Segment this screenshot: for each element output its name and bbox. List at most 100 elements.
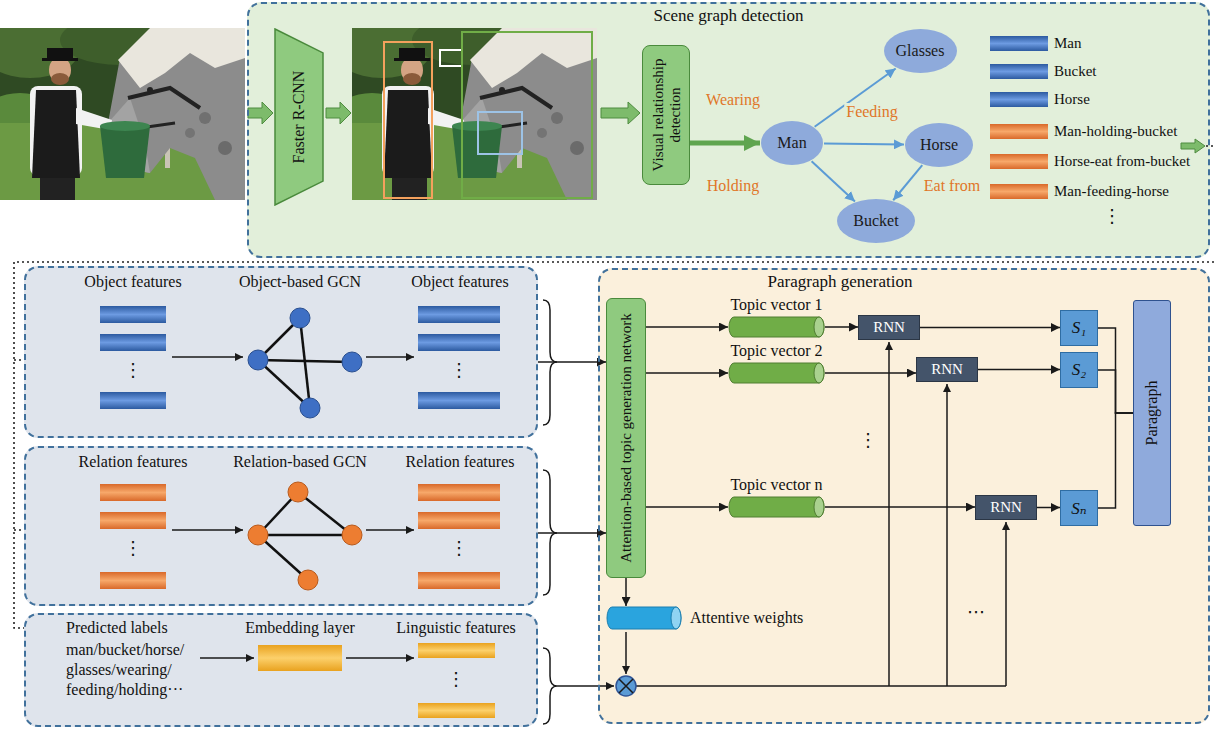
gcn-graph <box>288 482 308 502</box>
panel-text: man/bucket/horse/ glasses/wearing/ feedi… <box>66 640 216 700</box>
dotted-connector <box>14 359 24 361</box>
panel-text: Relation features <box>79 453 188 471</box>
dotted-connector <box>14 262 1214 628</box>
multiply-symbol <box>616 676 636 696</box>
label-slot: ⋮ <box>124 538 142 559</box>
text-slot: man/bucket/horse/ glasses/wearing/ feedi… <box>66 640 216 700</box>
vector-label: Topic vector 2 <box>730 342 822 360</box>
photo-illustration <box>0 15 260 200</box>
feature-label: Man <box>1054 35 1082 52</box>
topic-vector: Topic vector 2 <box>728 342 825 384</box>
label-slot: Holding <box>705 177 761 195</box>
flow-arrow <box>248 102 1205 153</box>
connector <box>690 141 760 146</box>
ellipsis-mark: ⋮ <box>124 360 142 381</box>
multiply-symbol <box>616 676 636 696</box>
cylinder-shape <box>607 607 681 629</box>
feature-label: Man-holding-bucket <box>1054 123 1177 140</box>
connector <box>646 372 728 374</box>
box-label: RNN <box>990 499 1022 516</box>
label-slot: ⋮ <box>1103 206 1121 227</box>
block-label: Visual relationship detection <box>650 51 683 179</box>
flow-arrow <box>248 102 273 124</box>
text-slot: Predicted labels <box>66 619 168 637</box>
node-label: Bucket <box>853 212 898 230</box>
detection-box <box>384 32 592 198</box>
rnn-box: RNN <box>975 495 1037 520</box>
feature-bar <box>418 512 500 529</box>
feature-label: Horse-eat from-bucket <box>1054 153 1190 170</box>
photo-illustration <box>332 15 612 200</box>
vector-label: Topic vector 1 <box>730 296 822 314</box>
text-slot: Relation features <box>79 453 188 471</box>
vector-label: Topic vector n <box>730 476 822 494</box>
topic-network-box: Attention-based topic generation network <box>606 298 646 578</box>
object-node: Horse <box>904 122 974 168</box>
ellipse-shape <box>837 199 915 243</box>
feature-bar <box>990 64 1048 79</box>
multiply-symbol <box>619 679 633 693</box>
label-slot: Man <box>1054 35 1082 52</box>
cylinder-shape <box>729 363 824 383</box>
node-label: Horse <box>920 136 958 154</box>
label-slot: Horse-eat from-bucket <box>1054 153 1190 170</box>
gcn-graph <box>300 318 310 408</box>
feature-bar <box>990 154 1048 169</box>
rnn-box: RNN <box>858 315 920 340</box>
node-label: Man <box>777 134 806 152</box>
label-slot: ⋮ <box>859 430 877 451</box>
label-slot: Horse <box>1054 91 1090 108</box>
cylinder-shape <box>728 362 825 384</box>
feature-panel: Relation featuresRelation-based GCNRelat… <box>24 446 538 606</box>
box-label: S₁ <box>1072 318 1086 338</box>
label-slot: ⋮ <box>124 360 142 381</box>
ellipsis-mark: ⋮ <box>447 669 465 690</box>
feature-bar <box>418 484 500 501</box>
gcn-graph <box>300 398 320 418</box>
flow-arrow-line <box>172 529 243 531</box>
feature-bar <box>990 92 1048 107</box>
feature-bar <box>990 36 1048 51</box>
connector <box>1037 507 1060 509</box>
flow-arrow-line <box>888 342 890 686</box>
cylinder-shape <box>606 606 682 630</box>
feature-bar <box>990 124 1048 139</box>
block-label: Attention-based topic generation network <box>618 304 635 572</box>
gcn-graph <box>290 308 310 328</box>
detector-block: Faster R-CNN <box>274 28 324 206</box>
connector <box>978 369 1060 371</box>
box-label: RNN <box>873 319 905 336</box>
dotted-connector <box>1206 145 1214 147</box>
gcn-graph <box>342 525 362 545</box>
label-slot: ⋯ <box>967 602 985 623</box>
cylinder-shape <box>814 497 824 517</box>
panel-fill <box>24 266 538 438</box>
feature-bar <box>418 392 500 409</box>
ellipse-shape <box>884 29 957 73</box>
feature-bar <box>100 572 166 589</box>
connector <box>812 161 855 201</box>
label-slot: ⋮ <box>447 669 465 690</box>
attention-weights: Attentive weights <box>606 606 803 630</box>
paragraph-box: Paragraph <box>1133 300 1171 526</box>
gcn-graph <box>258 534 352 537</box>
feature-bar <box>418 703 495 718</box>
label-slot: Man-holding-bucket <box>1054 123 1177 140</box>
rotated-slot: Visual relationship detection <box>650 51 683 179</box>
text-slot: Embedding layer <box>245 619 355 637</box>
feature-bar <box>100 36 1048 718</box>
connector <box>825 506 975 508</box>
feature-label: Bucket <box>1054 63 1097 80</box>
box-label: Sₙ <box>1071 498 1086 519</box>
cylinder-shape <box>814 317 824 337</box>
rotated-slot: Attention-based topic generation network <box>618 304 635 572</box>
text-slot: Object-based GCN <box>239 273 361 291</box>
panel-fill <box>24 613 538 727</box>
ellipsis-mark: ⋮ <box>124 538 142 559</box>
panel-text: Predicted labels <box>66 619 168 637</box>
panel-text: Object-based GCN <box>239 273 361 291</box>
module-box: Visual relationship detection <box>642 45 690 185</box>
feature-bar <box>100 484 166 501</box>
feature-bar <box>100 306 166 323</box>
